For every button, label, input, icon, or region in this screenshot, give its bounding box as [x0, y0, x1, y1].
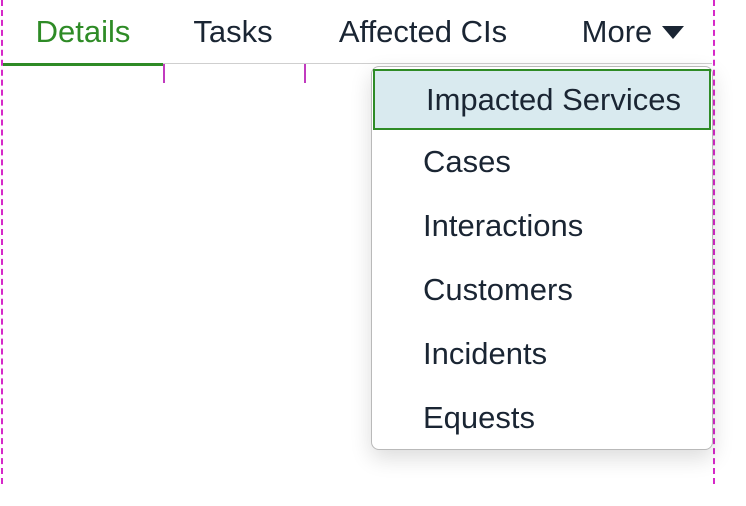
menu-item-label: Incidents: [423, 336, 548, 371]
more-dropdown-menu: Impacted Services Cases Interactions Cus…: [371, 66, 713, 450]
guide-line-right: [713, 0, 715, 484]
guide-line-left: [1, 0, 3, 484]
tab-details[interactable]: Details: [3, 0, 163, 66]
menu-item-cases[interactable]: Cases: [372, 130, 712, 194]
tab-tasks[interactable]: Tasks: [163, 0, 303, 64]
tab-more[interactable]: More: [563, 0, 703, 64]
tab-separator-marker: [304, 64, 306, 83]
tab-affected-cis[interactable]: Affected CIs: [303, 0, 543, 64]
tab-details-label: Details: [35, 14, 131, 49]
tab-tasks-label: Tasks: [193, 14, 273, 49]
tab-more-label: More: [581, 14, 653, 49]
tab-affected-cis-label: Affected CIs: [338, 14, 508, 49]
menu-item-interactions[interactable]: Interactions: [372, 194, 712, 258]
caret-down-icon: [662, 25, 685, 39]
menu-item-label: Equests: [423, 400, 536, 435]
menu-item-label: Impacted Services: [426, 81, 681, 117]
menu-item-label: Interactions: [423, 208, 584, 243]
menu-item-incidents[interactable]: Incidents: [372, 322, 712, 386]
tab-bar: Details Tasks Affected CIs More: [3, 0, 712, 66]
menu-item-label: Customers: [423, 272, 573, 307]
tab-separator-marker: [163, 64, 165, 83]
menu-item-impacted-services[interactable]: Impacted Services: [373, 69, 711, 130]
menu-item-equests[interactable]: Equests: [372, 386, 712, 450]
menu-item-customers[interactable]: Customers: [372, 258, 712, 322]
menu-item-label: Cases: [423, 144, 511, 179]
